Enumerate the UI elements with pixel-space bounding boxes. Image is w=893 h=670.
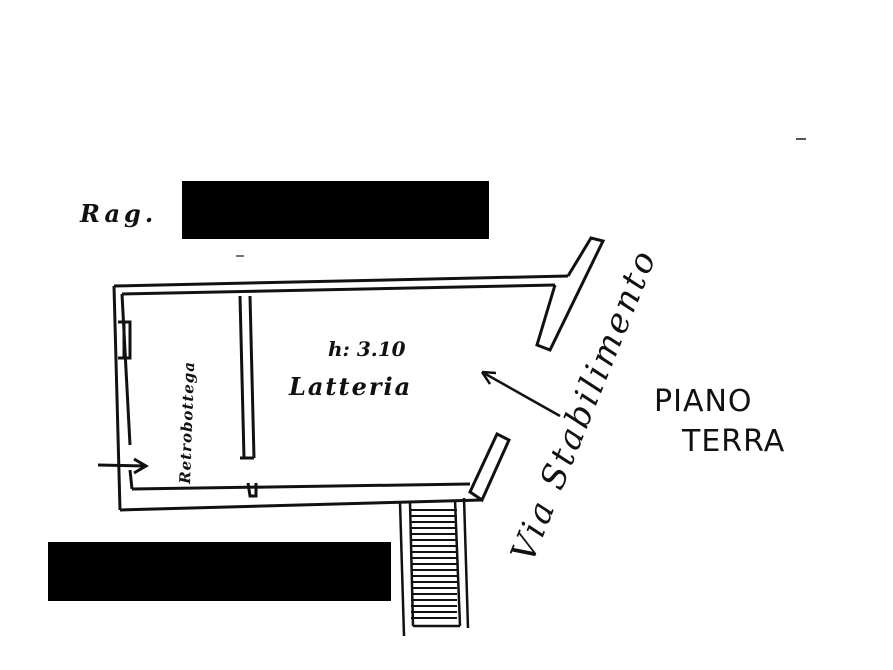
partition-left (238, 295, 246, 459)
room-main-label: Latteria (288, 372, 412, 401)
street-label: Via Stabilimento (503, 243, 665, 568)
outer-wall-top (113, 274, 569, 288)
inner-wall-bottom (131, 482, 471, 491)
outer-wall-left (112, 285, 122, 511)
entrance-arrow-street (480, 370, 561, 418)
inner-wall-left (120, 293, 132, 446)
floor-title-line1: PIANO (654, 384, 753, 419)
stair-outer-right (462, 497, 470, 629)
wall-top-right (535, 236, 606, 352)
partition-stub (246, 482, 258, 498)
inner-wall-left-lower (128, 469, 134, 490)
wall-bottom-right (468, 431, 511, 503)
walls (112, 236, 606, 512)
staircase (398, 497, 470, 637)
inner-wall-top (121, 283, 556, 296)
stair-outer-left (398, 501, 406, 637)
owner-label: Rag. (79, 199, 157, 228)
room-back-label: Retrobottega (176, 361, 198, 486)
outer-wall-bottom (119, 498, 483, 512)
partition-right (248, 295, 256, 459)
redaction-bar-bottom (48, 542, 391, 601)
room-height-label: h: 3.10 (328, 337, 406, 361)
entrance-arrow-left (97, 457, 149, 475)
redaction-bar-top (182, 181, 489, 239)
floor-title-line2: TERRA (681, 424, 785, 459)
